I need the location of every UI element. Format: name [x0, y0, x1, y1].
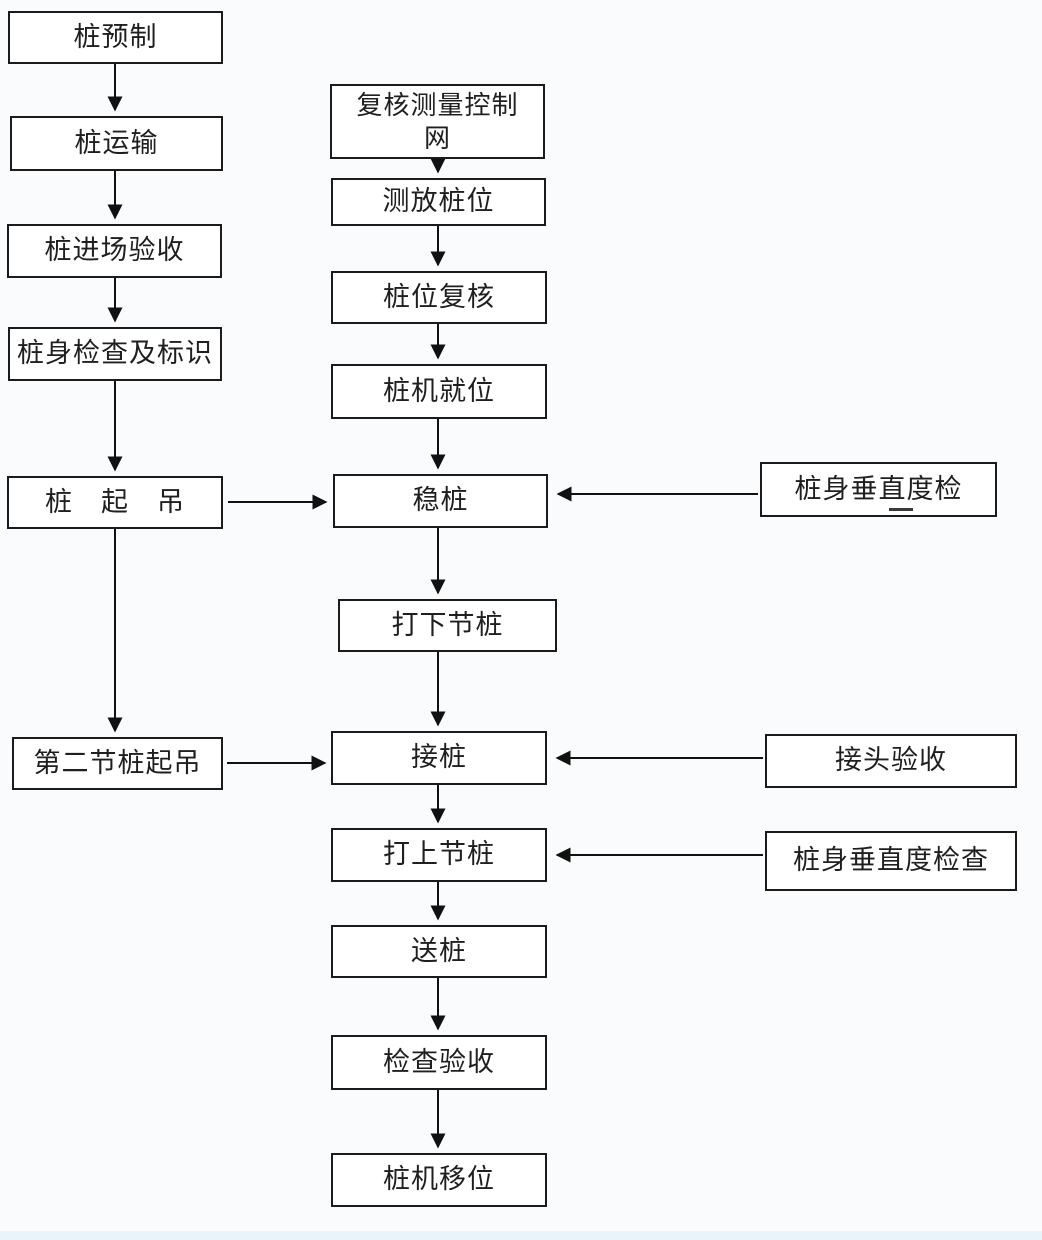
flow-node-pile-rig-relocation: 桩机移位 — [331, 1153, 547, 1207]
flow-node-pile-position-recheck: 桩位复核 — [331, 271, 547, 324]
flow-node-set-out-pile-position: 测放桩位 — [331, 178, 546, 226]
flow-node-review-survey-control-network: 复核测量控制 网 — [330, 84, 545, 159]
flow-node-pile-lifting: 桩 起 吊 — [7, 476, 223, 529]
flow-node-pile-site-acceptance: 桩进场验收 — [7, 224, 222, 278]
flow-node-joint-acceptance: 接头验收 — [765, 734, 1017, 788]
flow-node-pile-verticality-inspection: 桩身垂直度检查 — [765, 831, 1017, 891]
flow-node-inspection-acceptance: 检查验收 — [331, 1035, 547, 1090]
flow-node-pile-sending: 送桩 — [331, 925, 547, 978]
bottom-edge-strip — [0, 1231, 1042, 1240]
flow-node-pile-rig-in-place: 桩机就位 — [331, 364, 547, 419]
flow-node-stabilize-pile: 稳桩 — [333, 474, 548, 528]
flow-node-pile-prefabrication: 桩预制 — [8, 11, 223, 64]
flow-node-pile-inspection-marking: 桩身检查及标识 — [8, 327, 222, 381]
flow-node-splice-pile: 接桩 — [331, 731, 547, 785]
flow-node-drive-lower-pile: 打下节桩 — [338, 599, 557, 652]
flow-node-drive-upper-pile: 打上节桩 — [331, 828, 547, 882]
flow-node-second-section-pile-lifting: 第二节桩起吊 — [12, 737, 223, 790]
flow-node-pile-verticality-check: 桩身垂直度检 — [760, 462, 997, 517]
flow-node-pile-transport: 桩运输 — [10, 116, 223, 171]
